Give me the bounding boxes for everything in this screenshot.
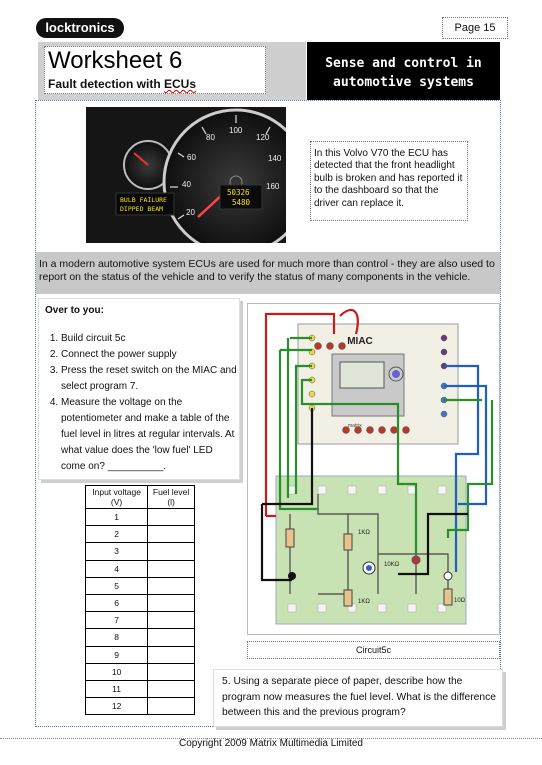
course-title-line-2: automotive systems	[333, 75, 474, 90]
table-row: 1	[84, 507, 195, 527]
intro-paragraph: In a modern automotive system ECUs are u…	[36, 252, 500, 294]
step-item: Press the reset switch on the MIAC and s…	[61, 363, 239, 395]
table-row: 5	[84, 576, 195, 595]
speed-label: 100	[229, 126, 243, 135]
locktronics-logo: locktronics	[36, 18, 124, 38]
table-row: 8	[84, 628, 195, 647]
steps-list: Build circuit 5c Connect the power suppl…	[45, 331, 239, 475]
footer-divider	[0, 738, 542, 739]
course-title-line-1: Sense and control in	[325, 56, 482, 71]
trip-meter: 5480	[232, 198, 251, 207]
resistor-label: 10Ω	[454, 598, 466, 604]
matrix-label: matrix	[348, 423, 362, 429]
speed-label: 20	[186, 208, 195, 217]
speed-label: 40	[182, 180, 191, 189]
speed-label: 160	[266, 182, 280, 191]
title-box	[44, 46, 266, 94]
page-number: Page 15	[442, 17, 508, 39]
step-item: Measure the voltage on the potentiometer…	[61, 395, 239, 475]
table-row: 9	[84, 645, 195, 664]
table-row: 7	[84, 611, 195, 630]
resistor-label: 1KΩ	[358, 599, 370, 605]
resistor-label: 1KΩ	[358, 530, 370, 536]
speed-label: 80	[206, 133, 215, 142]
col-header-voltage: Input voltage(V)	[84, 485, 149, 509]
footer-copyright: Copyright 2009 Matrix Multimedia Limited	[179, 738, 363, 749]
speed-label: 120	[256, 133, 270, 142]
circuit-diagram: MIAC matrix	[247, 303, 500, 635]
course-title-banner: Sense and control in automotive systems	[307, 42, 500, 100]
speed-label: 140	[268, 154, 282, 163]
table-row: 6	[84, 593, 195, 613]
table-row: 10	[84, 662, 195, 681]
step-item: Connect the power supply	[61, 347, 239, 363]
photo-caption: In this Volvo V70 the ECU has detected t…	[310, 141, 468, 221]
miac-label: MIAC	[347, 336, 373, 347]
question-5-box: 5. Using a separate piece of paper, desc…	[213, 669, 503, 727]
table-row: 12	[84, 697, 195, 716]
table-row: 4	[84, 559, 195, 578]
over-to-you-box: Over to you: Build circuit 5c Connect th…	[38, 298, 240, 480]
table-row: 11	[84, 679, 195, 699]
odometer: 50326	[227, 188, 250, 197]
circuit-caption: Circuit5c	[247, 641, 500, 659]
speed-label: 60	[187, 153, 196, 162]
dashboard-photo: 20 40 60 80 100 120 140 160 BULB FAILURE…	[86, 107, 286, 243]
dash-message-line-2: DIPPED BEAM	[120, 205, 163, 213]
table-row: 3	[84, 542, 195, 561]
over-to-you-heading: Over to you:	[45, 305, 104, 316]
fuel-level-table: Input voltage(V) Fuel level(l) 1 2 3 4 5…	[84, 485, 195, 716]
worksheet-title: Worksheet 6	[48, 47, 183, 74]
worksheet-subtitle: Fault detection with ECUs	[48, 77, 197, 91]
pot-label: 10KΩ	[384, 562, 400, 568]
dash-message-line-1: BULB FAILURE	[120, 196, 167, 204]
step-item: Build circuit 5c	[61, 331, 239, 347]
table-row: 2	[84, 525, 195, 544]
col-header-fuel: Fuel level(l)	[147, 485, 195, 509]
